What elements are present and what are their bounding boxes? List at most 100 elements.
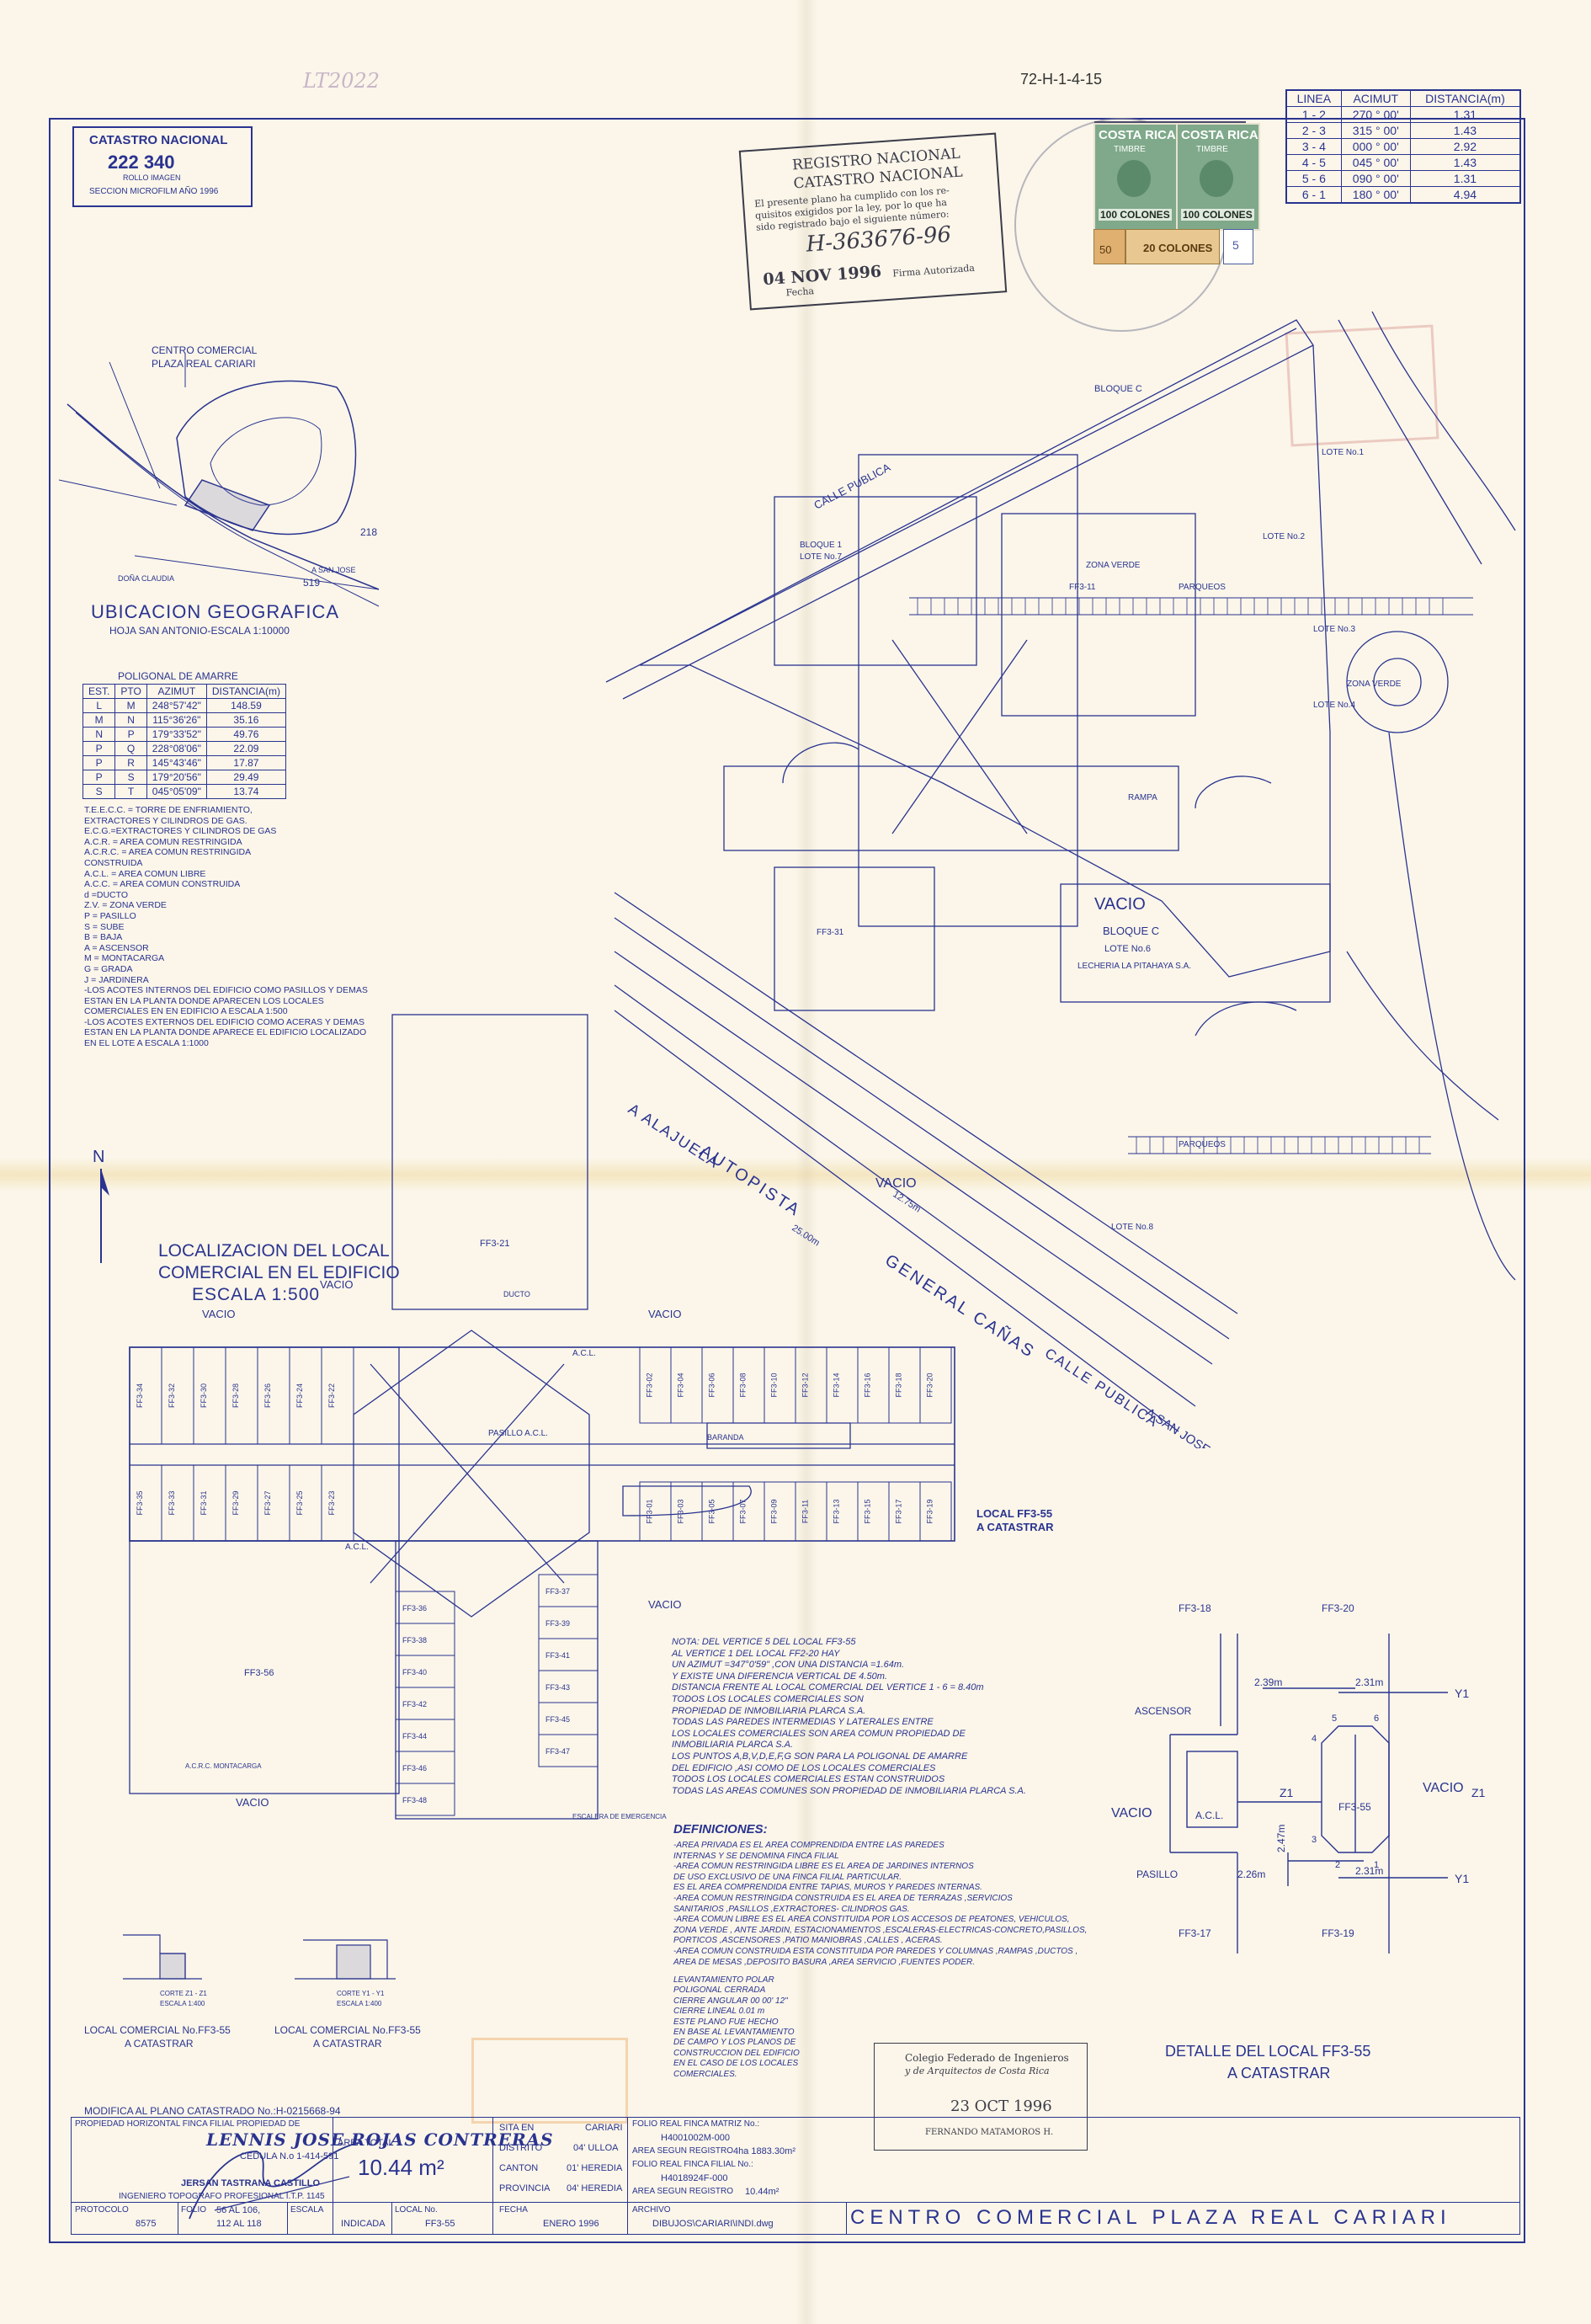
definicion-line: ES EL AREA COMPRENDIDA ENTRE TAPIAS, MUR… — [673, 1883, 982, 1893]
floor-unit-label: FF3-05 — [708, 1499, 716, 1523]
definicion-line: -AREA COMUN LIBRE ES EL AREA CONSTITUIDA… — [673, 1915, 1070, 1925]
legend-line: -LOS ACOTES INTERNOS DEL EDIFICIO COMO P… — [84, 985, 368, 996]
floor-unit-label: FF3-16 — [864, 1373, 872, 1397]
tb-protocolo-label: PROTOCOLO — [75, 2205, 129, 2215]
poligonal-cell: S — [82, 784, 116, 799]
lineas-header-row: LINEA ACIMUT DISTANCIA(m) — [1285, 89, 1521, 107]
tb-folio-matriz: H4001002M-000 — [661, 2133, 730, 2143]
floor-unit-label: FF3-27 — [263, 1490, 272, 1515]
site-lote-8: LOTE No.8 — [1111, 1223, 1153, 1232]
tb-sita: CARIARI — [585, 2123, 623, 2133]
note-line: TODOS LOS LOCALES COMERCIALES ESTAN CONS… — [672, 1774, 945, 1785]
col-est: EST. — [82, 684, 116, 699]
floor-unit-label: FF3-35 — [136, 1490, 144, 1515]
poligonal-cell: T — [114, 784, 147, 799]
tb-folio-label: FOLIO — [181, 2205, 207, 2215]
lineas-cell: 1 - 2 — [1285, 106, 1342, 123]
stamp-brand: COSTA RICA — [1181, 128, 1258, 142]
tb-provincia-label: PROVINCIA — [499, 2183, 551, 2193]
col-linea: LINEA — [1285, 89, 1342, 107]
note-line: TODAS LAS AREAS COMUNES SON PROPIEDAD DE… — [672, 1785, 1026, 1796]
corte-2-title: CORTE Y1 - Y1 — [337, 1990, 385, 1997]
floor-unit-label: FF3-07 — [739, 1499, 748, 1523]
note-line: UN AZIMUT =347°0'59" ,CON UNA DISTANCIA … — [672, 1660, 905, 1671]
floor-unit-box — [129, 1346, 162, 1445]
corte-2-label-b: A CATASTRAR — [313, 2038, 382, 2049]
floor-unit-label: FF3-08 — [739, 1373, 748, 1397]
stamp-emblem-icon — [1200, 160, 1233, 197]
floor-unit-label: FF3-19 — [926, 1499, 934, 1523]
floor-ducto: DUCTO — [503, 1290, 530, 1298]
north-arrow: N — [93, 1148, 109, 1263]
tb-area-registro2: 10.44m² — [745, 2187, 780, 2197]
detail-d231b: 2.31m — [1355, 1865, 1383, 1877]
detail-d239: 2.39m — [1254, 1676, 1282, 1688]
floor-unit-label: FF3-46 — [402, 1764, 427, 1772]
tb-folio-1: 56 AL 106, — [216, 2205, 261, 2215]
lineas-cell: 000 ° 00' — [1340, 138, 1411, 155]
tb-archivo: DIBUJOS\CARIARI\INDI.dwg — [652, 2219, 774, 2229]
note-line: AL VERTICE 1 DEL LOCAL FF2-20 HAY — [672, 1648, 840, 1659]
hand-note: LT2022 — [303, 69, 380, 93]
legend-line: A.C.L. = AREA COMUN LIBRE — [84, 868, 206, 879]
site-vacio-2: VACIO — [875, 1176, 917, 1191]
reference-code: 72-H-1-4-15 — [1020, 71, 1103, 88]
corte-1-label-a: LOCAL COMERCIAL No.FF3-55 — [84, 2024, 231, 2036]
site-plan: CALLE PUBLICA BLOQUE C BLOQUE 1 LOTE No.… — [605, 312, 1516, 1448]
tb-sita-label: SITA EN — [499, 2123, 535, 2133]
note-line: NOTA: DEL VERTICE 5 DEL LOCAL FF3-55 — [672, 1637, 856, 1647]
legend-line: T.E.E.C.C. = TORRE DE ENFRIAMIENTO, — [84, 805, 253, 815]
map-label-cc: CENTRO COMERCIAL — [152, 344, 258, 356]
floor-unit-label: FF3-33 — [168, 1490, 176, 1515]
detail-p1: 1 — [1374, 1860, 1379, 1870]
site-ff3-11: FF3-11 — [1069, 583, 1096, 592]
site-lecheria: LECHERIA LA PITAHAYA S.A. — [1078, 962, 1191, 971]
tb-area-registro2-label: AREA SEGUN REGISTRO — [632, 2187, 734, 2196]
levantamiento-line: LEVANTAMIENTO POLAR — [673, 1975, 774, 1985]
poligonal-cell: 22.09 — [205, 741, 286, 756]
catastro-title: CATASTRO NACIONAL — [89, 133, 228, 147]
floor-unit-label: FF3-04 — [677, 1373, 685, 1397]
drawing-frame — [49, 118, 1525, 2243]
legend-line: J = JARDINERA — [84, 974, 149, 985]
colegio-line1: Colegio Federado de Ingenieros — [905, 2052, 1069, 2064]
note-line: DISTANCIA FRENTE AL LOCAL COMERCIAL DEL … — [672, 1682, 984, 1693]
colegio-date: 23 OCT 1996 — [950, 2097, 1052, 2115]
floor-unit-box — [161, 1346, 194, 1445]
detail-p2: 2 — [1335, 1860, 1340, 1870]
tb-area-total-label: AREA TOTAL — [338, 2138, 394, 2148]
definicion-line: PORTICOS ,ASCENSORES ,PATIO MANIOBRAS ,C… — [673, 1936, 943, 1946]
floor-unit-box — [289, 1464, 322, 1542]
stamp-value: 100 COLONES — [1181, 209, 1254, 221]
floor-unit-label: FF3-45 — [545, 1715, 570, 1724]
col-acimut: ACIMUT — [1340, 89, 1411, 107]
levantamiento-line: CIERRE LINEAL 0.01 m — [673, 2007, 765, 2017]
floor-vacio-left: VACIO — [202, 1308, 236, 1320]
floor-unit-box — [395, 1783, 455, 1816]
legend-line: CONSTRUIDA — [84, 857, 143, 868]
col-azimut: AZIMUT — [146, 684, 207, 699]
tb-distrito: 04' ULLOA — [573, 2143, 619, 2153]
detail-ff3-17: FF3-17 — [1179, 1927, 1211, 1939]
tb-cedula: CEDULA N.o 1-414-591 — [240, 2151, 339, 2161]
site-parqueos-2: PARQUEOS — [1179, 1140, 1226, 1149]
registro-fecha-label: Fecha — [785, 285, 815, 299]
floor-unit-label: FF3-28 — [231, 1383, 240, 1408]
floor-ff3-56: FF3-56 — [244, 1668, 274, 1678]
site-bloque-1: BLOQUE 1 — [800, 541, 842, 550]
signature — [189, 2142, 359, 2220]
floor-unit-box — [225, 1346, 258, 1445]
floor-local-label-1: LOCAL FF3-55 — [976, 1507, 1053, 1520]
tax-stamps: COSTA RICA TIMBRE 100 COLONES COSTA RICA… — [1014, 101, 1284, 332]
floor-ff3-21: FF3-21 — [480, 1239, 509, 1249]
lineas-cell: 2 - 3 — [1285, 122, 1342, 139]
site-parqueos-1: PARQUEOS — [1179, 583, 1226, 592]
floor-unit-label: FF3-18 — [895, 1373, 903, 1397]
levantamiento-line: ESTE PLANO FUE HECHO — [673, 2017, 779, 2027]
